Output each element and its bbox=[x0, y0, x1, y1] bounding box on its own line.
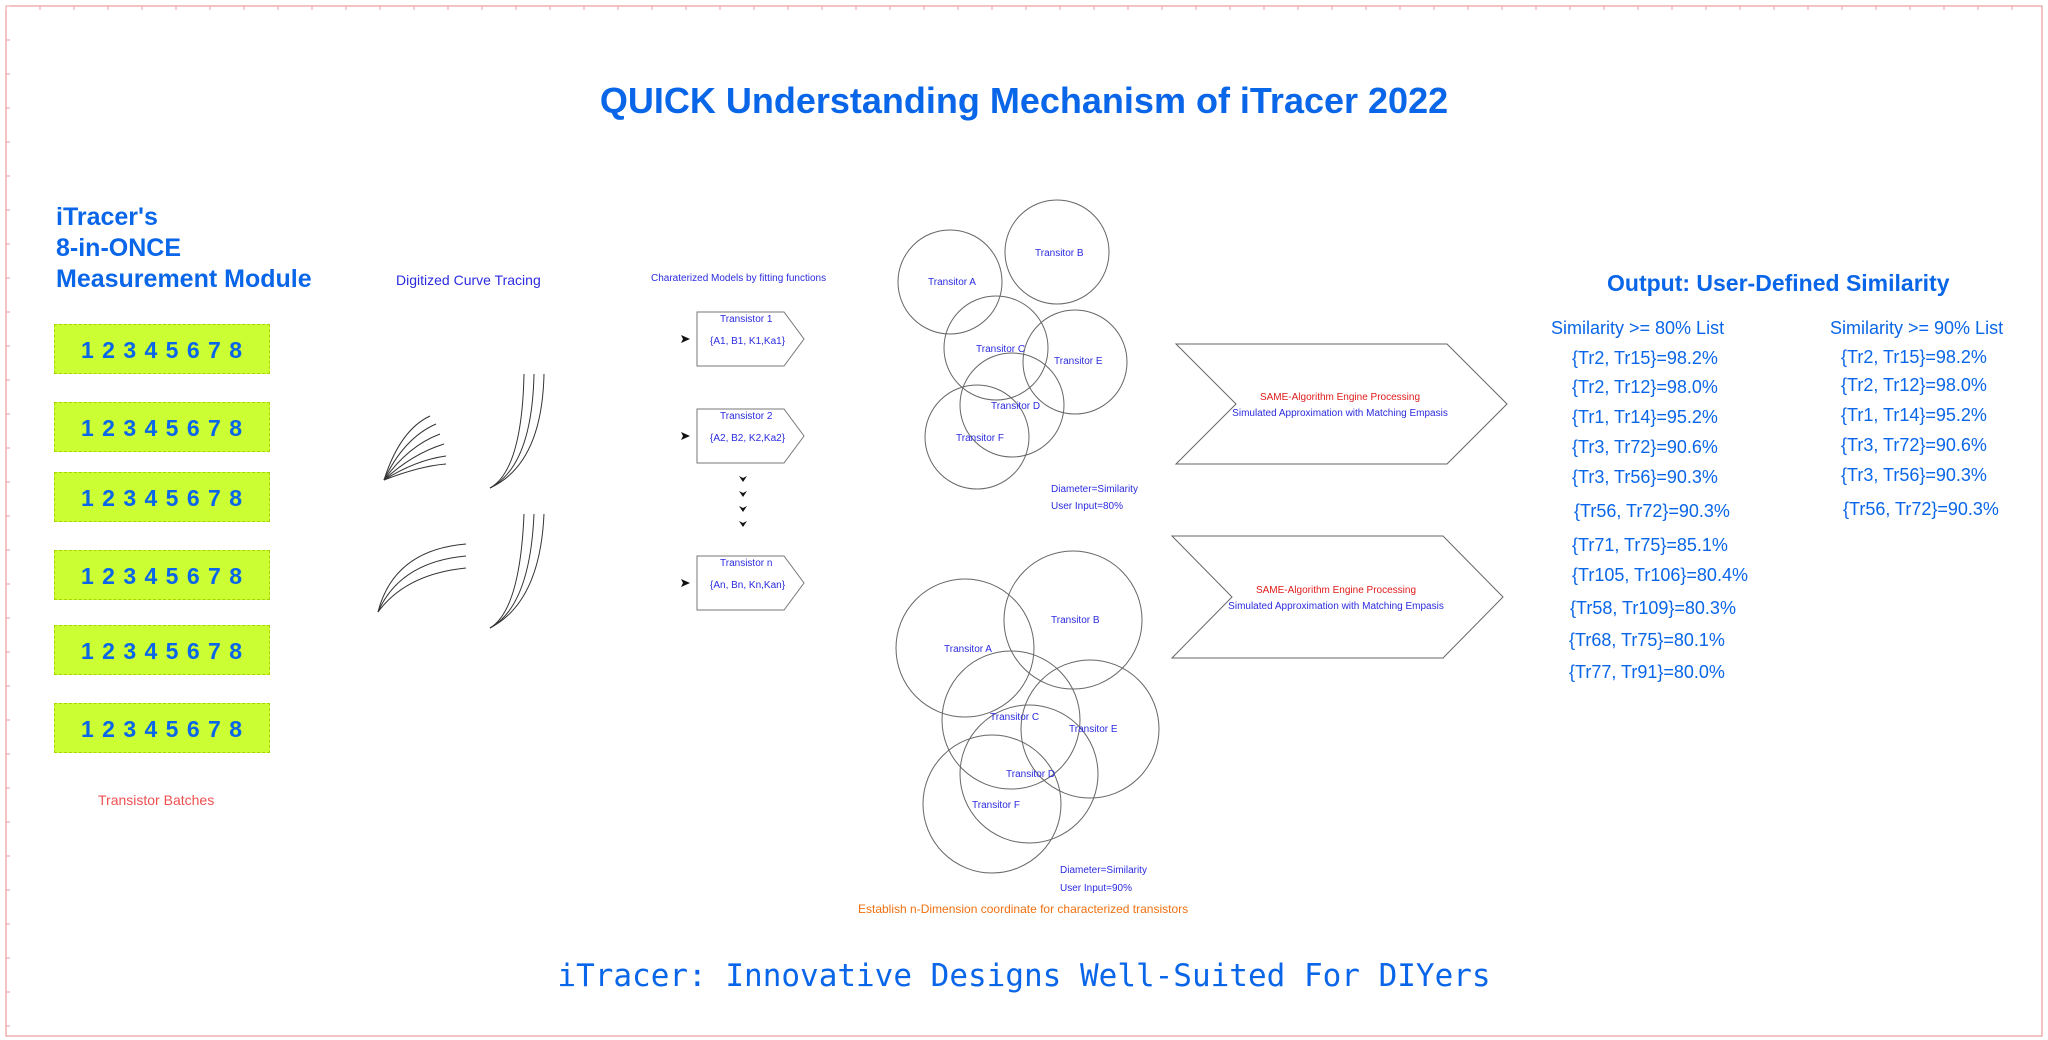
list-90-heading: Similarity >= 90% List bbox=[1830, 318, 2004, 338]
list-80-item: {Tr71, Tr75}=85.1% bbox=[1572, 535, 1728, 555]
engine-title: SAME-Algorithm Engine Processing bbox=[1259, 392, 1421, 403]
model-params: {A1, B1, K1,Ka1} bbox=[710, 336, 786, 347]
transistor-batch: 1 2 3 4 5 6 7 8 bbox=[54, 324, 270, 374]
coordinate-note: Establish n-Dimension coordinate for cha… bbox=[858, 902, 1189, 916]
cluster-label: Transitor F bbox=[956, 433, 1004, 444]
list-80-item: {Tr3, Tr56}=90.3% bbox=[1572, 467, 1718, 487]
engine-title: SAME-Algorithm Engine Processing bbox=[1255, 585, 1417, 596]
list-80-item: {Tr105, Tr106}=80.4% bbox=[1572, 565, 1748, 585]
measurement-module-heading: iTracer's 8-in-ONCE Measurement Module bbox=[56, 202, 312, 295]
engine-subtitle: Simulated Approximation with Matching Em… bbox=[1232, 408, 1448, 419]
cluster-label: Transitor E bbox=[1054, 356, 1103, 367]
model-name: Transistor n bbox=[720, 558, 773, 569]
engine-arrows bbox=[1170, 343, 1508, 659]
transistor-batch: 1 2 3 4 5 6 7 8 bbox=[54, 550, 270, 600]
list-90-item: {Tr56, Tr72}=90.3% bbox=[1843, 499, 1999, 519]
list-80-item: {Tr1, Tr14}=95.2% bbox=[1572, 407, 1718, 427]
transistor-batch: 1 2 3 4 5 6 7 8 bbox=[54, 625, 270, 675]
list-80-item: {Tr77, Tr91}=80.0% bbox=[1569, 662, 1725, 682]
module-line: 8-in-ONCE bbox=[56, 234, 181, 262]
transistor-batch: 1 2 3 4 5 6 7 8 bbox=[54, 703, 270, 753]
list-80-item: {Tr58, Tr109}=80.3% bbox=[1570, 598, 1736, 618]
list-90-item: {Tr2, Tr15}=98.2% bbox=[1841, 347, 1987, 367]
list-80-item: {Tr68, Tr75}=80.1% bbox=[1569, 630, 1725, 650]
transistor-batches-caption: Transistor Batches bbox=[98, 792, 215, 808]
cluster-label: Transitor A bbox=[944, 644, 992, 655]
similarity-clusters bbox=[895, 199, 1160, 874]
list-90-item: {Tr1, Tr14}=95.2% bbox=[1841, 405, 1987, 425]
cluster-label: Transitor A bbox=[928, 277, 976, 288]
cluster-label: Transitor C bbox=[976, 344, 1026, 355]
cluster-note: User Input=80% bbox=[1051, 501, 1123, 512]
page-title: QUICK Understanding Mechanism of iTracer… bbox=[599, 80, 1449, 121]
module-line: iTracer's bbox=[56, 203, 158, 231]
output-title: Output: User-Defined Similarity bbox=[1607, 270, 1950, 296]
list-80-item: {Tr3, Tr72}=90.6% bbox=[1572, 437, 1718, 457]
module-line: Measurement Module bbox=[56, 265, 312, 293]
cluster-label: Transitor C bbox=[990, 712, 1040, 723]
traced-curves-diagram bbox=[377, 373, 545, 629]
model-arrows bbox=[681, 311, 805, 611]
list-80-item: {Tr56, Tr72}=90.3% bbox=[1574, 501, 1730, 521]
cluster-label: Transitor B bbox=[1035, 248, 1084, 259]
cluster-label: Transitor D bbox=[1006, 769, 1056, 780]
model-params: {A2, B2, K2,Ka2} bbox=[710, 433, 786, 444]
cluster-note: Diameter=Similarity bbox=[1051, 484, 1138, 495]
list-80-item: {Tr2, Tr15}=98.2% bbox=[1572, 348, 1718, 368]
cluster-label: Transitor E bbox=[1069, 724, 1118, 735]
model-name: Transistor 2 bbox=[720, 411, 773, 422]
footer-tagline: iTracer: Innovative Designs Well-Suited … bbox=[557, 958, 1491, 994]
list-90-item: {Tr3, Tr72}=90.6% bbox=[1841, 435, 1987, 455]
transistor-batch: 1 2 3 4 5 6 7 8 bbox=[54, 402, 270, 452]
list-80-heading: Similarity >= 80% List bbox=[1551, 318, 1725, 338]
engine-subtitle: Simulated Approximation with Matching Em… bbox=[1228, 601, 1444, 612]
cluster-note: User Input=90% bbox=[1060, 883, 1132, 894]
cluster-label: Transitor B bbox=[1051, 615, 1100, 626]
curve-tracing-label: Digitized Curve Tracing bbox=[396, 272, 541, 288]
list-90-item: {Tr2, Tr12}=98.0% bbox=[1841, 375, 1987, 395]
model-params: {An, Bn, Kn,Kan} bbox=[710, 580, 786, 591]
models-label: Charaterized Models by fitting functions bbox=[651, 273, 827, 284]
transistor-batch: 1 2 3 4 5 6 7 8 bbox=[54, 472, 270, 522]
list-90-item: {Tr3, Tr56}=90.3% bbox=[1841, 465, 1987, 485]
cluster-note: Diameter=Similarity bbox=[1060, 865, 1147, 876]
cluster-label: Transitor F bbox=[972, 800, 1020, 811]
list-80-item: {Tr2, Tr12}=98.0% bbox=[1572, 377, 1718, 397]
model-name: Transistor 1 bbox=[720, 314, 773, 325]
cluster-label: Transitor D bbox=[991, 401, 1041, 412]
